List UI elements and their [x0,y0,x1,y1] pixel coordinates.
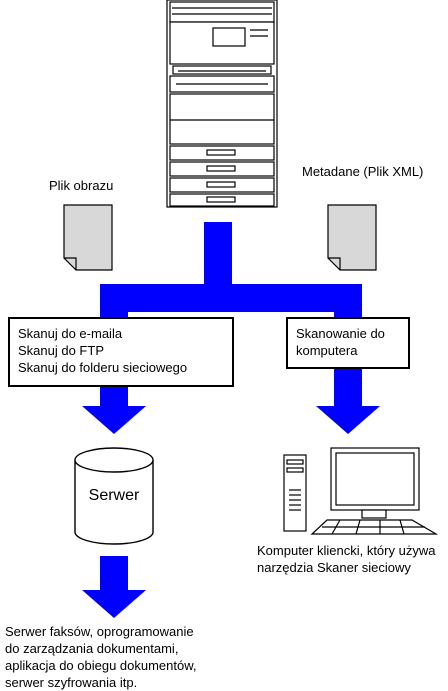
scan-to-pc-line-2: komputera [296,343,358,358]
destinations-line-3: aplikacja do obiegu dokumentów, [5,658,197,673]
destinations-line-1: Serwer faksów, oprogramowanie [5,624,194,639]
scan-to-pc-line-1: Skanowanie do [296,326,385,341]
scan-destinations-box: Skanuj do e-maila Skanuj do FTP Skanuj d… [8,317,234,387]
destinations-line-4: serwer szyfrowania itp. [5,675,138,690]
image-file-document-icon [63,204,113,271]
scan-to-email-label: Skanuj do e-maila [18,326,123,341]
printer-icon [166,0,278,208]
server-label: Serwer [88,487,140,504]
server-icon [74,447,154,545]
client-caption-line-1: Komputer kliencki, który używa [257,543,436,558]
client-computer-caption: Komputer kliencki, który używa narzędzia… [257,542,435,576]
client-computer-icon [283,447,439,535]
image-file-label: Plik obrazu [49,178,114,193]
scan-to-ftp-label: Skanuj do FTP [18,343,104,358]
metadata-file-document-icon [327,204,377,271]
client-caption-line-2: narzędzia Skaner sieciowy [257,560,411,575]
destinations-caption: Serwer faksów, oprogramowanie do zarządz… [5,623,197,691]
flow-arrows [82,222,380,618]
scan-to-network-folder-label: Skanuj do folderu sieciowego [18,360,188,375]
scan-to-pc-box: Skanowanie do komputera [286,317,410,369]
destinations-line-2: do zarządzania dokumentami, [5,641,179,656]
metadata-label: Metadane (Plik XML) [302,164,424,179]
